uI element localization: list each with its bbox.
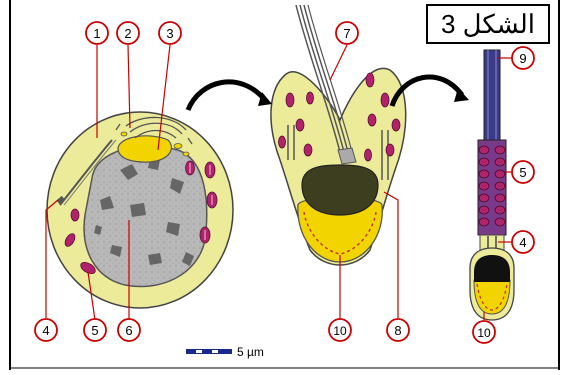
- callout-7-label: 7: [343, 26, 350, 41]
- figure-title: الشكل 3: [441, 9, 535, 40]
- callout-3: 3: [159, 22, 181, 44]
- callout-10b-label: 10: [477, 326, 491, 340]
- callout-4a-label: 4: [42, 323, 49, 338]
- arrow-cell1-to-cell2: [188, 82, 265, 110]
- callout-5b: 5: [512, 161, 534, 183]
- callout-1: 1: [86, 22, 108, 44]
- callout-9-label: 9: [519, 51, 526, 66]
- cell2-nucleus: [302, 165, 378, 215]
- callout-4a: 4: [35, 319, 57, 341]
- cell3-principal-piece: [484, 50, 500, 140]
- cell3-nucleus: [474, 255, 510, 282]
- callout-2-label: 2: [124, 26, 131, 41]
- callout-4b: 4: [512, 231, 534, 253]
- callout-10b: 10: [473, 321, 495, 343]
- scale-bar-label: 5 µm: [237, 345, 264, 359]
- callout-1-label: 1: [93, 26, 100, 41]
- callout-2: 2: [117, 22, 139, 44]
- callout-8-label: 8: [394, 323, 401, 338]
- callout-7: 7: [336, 22, 358, 44]
- callout-5a: 5: [84, 319, 106, 341]
- callout-8: 8: [387, 319, 409, 341]
- callout-5b-label: 5: [519, 165, 526, 180]
- callout-9: 9: [512, 47, 534, 69]
- cell1-acrosome: [118, 136, 171, 162]
- callout-3-label: 3: [166, 26, 173, 41]
- figure-title-box: الشكل 3: [426, 4, 550, 44]
- callout-4b-label: 4: [519, 235, 526, 250]
- callout-10a: 10: [329, 319, 351, 341]
- callout-6: 6: [118, 319, 140, 341]
- mature-spermatozoon: [470, 50, 514, 320]
- callout-6-label: 6: [125, 323, 132, 338]
- spermatid-cell: [47, 112, 233, 308]
- callout-5a-label: 5: [91, 323, 98, 338]
- elongating-spermatid-cell: [271, 5, 406, 265]
- scale-bar: 5 µm: [186, 345, 264, 359]
- scale-bar-graphic: [186, 349, 232, 354]
- callout-10a-label: 10: [333, 324, 347, 338]
